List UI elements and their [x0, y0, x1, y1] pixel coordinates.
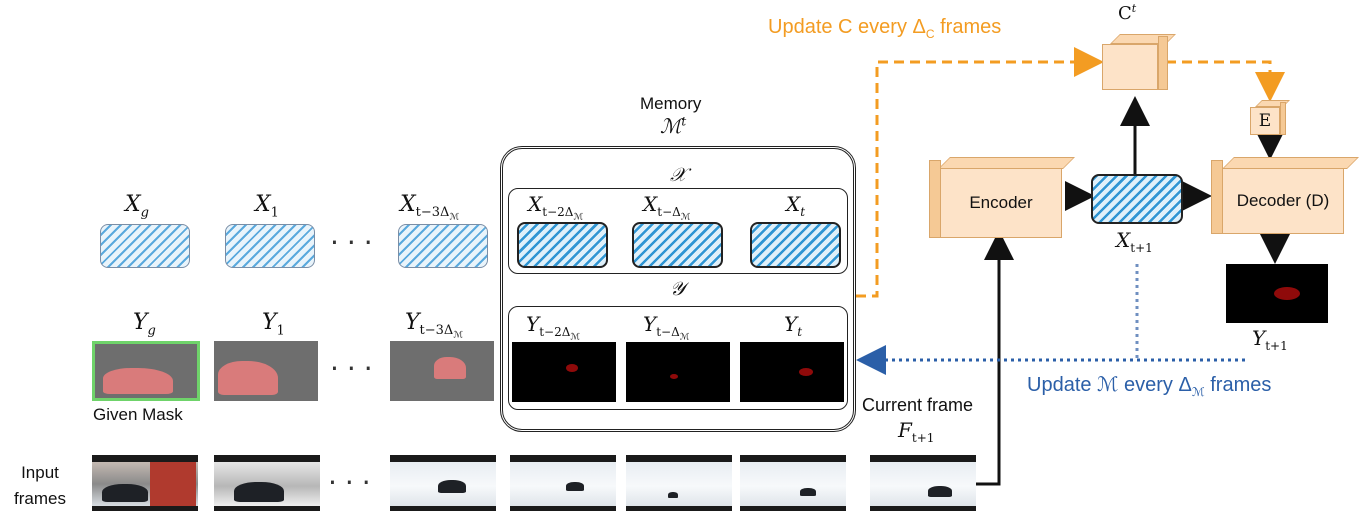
update-c-label: Update C every ΔC frames — [768, 16, 1002, 41]
mask-yt1 — [1226, 264, 1328, 323]
memory-symbol: ℳt — [660, 114, 687, 138]
y-memory-box — [508, 306, 848, 410]
given-mask-yg — [92, 341, 200, 401]
current-frame-label: Current frame — [862, 395, 974, 415]
xg-label: Xg — [125, 192, 149, 221]
input-frame-6 — [740, 455, 846, 511]
ellipsis-features: ··· — [330, 226, 381, 259]
input-frame-2 — [214, 455, 320, 511]
ellipsis-masks: ··· — [330, 352, 381, 385]
ellipsis-frames: ··· — [328, 466, 379, 499]
y-t1-label: Yt−Δℳ — [643, 312, 690, 343]
mask-y-t — [740, 342, 844, 402]
yg-label: Yg — [133, 310, 156, 339]
feature-map-x-t1 — [632, 222, 723, 268]
x-t1-label: Xt−Δℳ — [643, 192, 691, 223]
frame-to-encoder-arrow — [975, 230, 1014, 486]
feature-map-xt1 — [1091, 174, 1183, 224]
input-frame-3 — [390, 455, 496, 511]
y3-label: Yt−3Δℳ — [405, 310, 463, 341]
mask-y-t2 — [512, 342, 616, 402]
y-t2-label: Yt−2Δℳ — [526, 312, 581, 343]
y-t-label: Yt — [784, 312, 803, 339]
yt1-label: Yt+1 — [1252, 326, 1288, 353]
xt1-label: Xt+1 — [1116, 228, 1153, 255]
mask-y3 — [390, 341, 494, 401]
input-frame-1 — [92, 455, 198, 511]
memory-title: Memory — [640, 94, 702, 113]
feature-map-x1 — [225, 224, 315, 268]
input-frame-current — [870, 455, 976, 511]
feature-map-xg — [100, 224, 190, 268]
mask-y1 — [214, 341, 318, 401]
mask-y-t1 — [626, 342, 730, 402]
feature-map-x-t — [750, 222, 841, 268]
input-frame-4 — [510, 455, 616, 511]
update-c-arrow — [856, 47, 1104, 298]
x-t2-label: Xt−2Δℳ — [528, 192, 584, 223]
x1-label: X1 — [255, 192, 279, 221]
y-set-symbol: 𝒴 — [670, 278, 685, 300]
c-to-e-arrow — [1166, 60, 1285, 102]
feature-map-x-t2 — [517, 222, 608, 268]
memory-box — [500, 146, 856, 432]
x-memory-box — [508, 188, 848, 274]
x-set-symbol: 𝒳 — [670, 164, 687, 186]
c-block-label: Ct — [1118, 2, 1137, 24]
y1-label: Y1 — [262, 310, 285, 339]
input-frame-5 — [626, 455, 732, 511]
feature-map-x3 — [398, 224, 488, 268]
update-memory-label: Update ℳ every Δℳ frames — [1027, 374, 1272, 399]
current-frame-symbol: Ft+1 — [898, 418, 935, 445]
x3-label: Xt−3Δℳ — [400, 192, 460, 223]
given-mask-label: Given Mask — [93, 405, 183, 424]
x-t-label: Xt — [786, 192, 806, 219]
